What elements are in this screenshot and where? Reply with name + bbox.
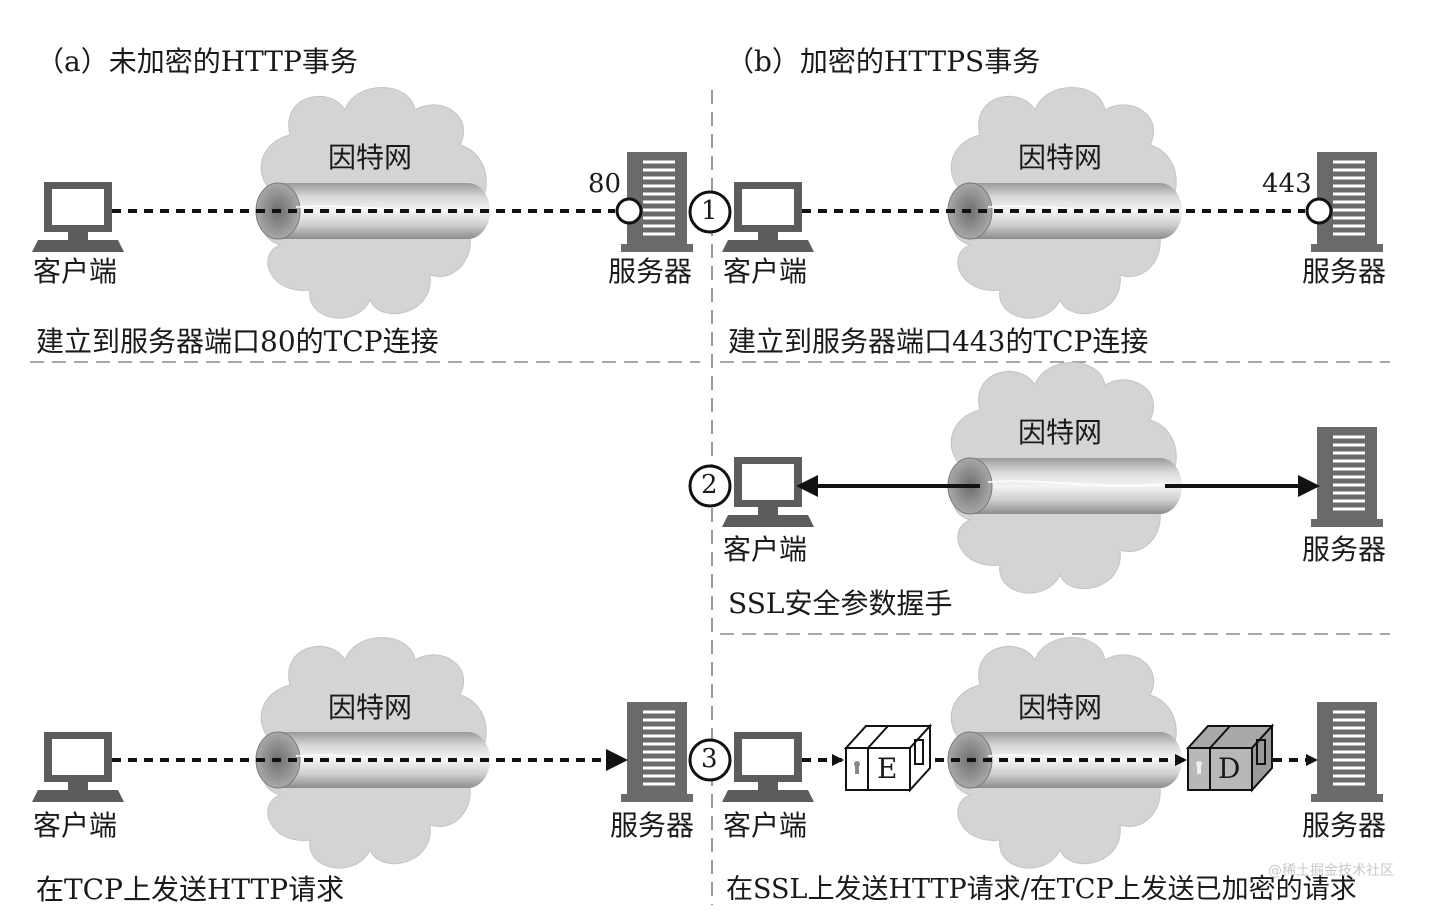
internet-label-b1: 因特网: [1018, 141, 1103, 174]
step-circle-2: [688, 464, 732, 508]
client-label-b3: 客户端: [723, 809, 808, 842]
internet-label-a1: 因特网: [328, 141, 413, 174]
client-icon-b1: [722, 182, 814, 252]
client-label-a1: 客户端: [33, 255, 118, 288]
client-icon-b2: [722, 457, 814, 527]
step-number-2: 2: [701, 470, 718, 500]
client-icon-a3: [32, 732, 124, 802]
port-circle-a1: [615, 197, 643, 225]
encrypt-box: [843, 723, 933, 793]
step-number-3: 3: [701, 744, 718, 774]
panel-b-title: （b）加密的HTTPS事务: [726, 45, 1041, 78]
pipe-b2: [947, 457, 1183, 515]
internet-label-b2: 因特网: [1018, 416, 1103, 449]
server-icon-b2: [1309, 425, 1385, 529]
decrypt-letter: D: [1218, 752, 1241, 785]
caption-b2: SSL安全参数握手: [728, 587, 953, 620]
caption-b3: 在SSL上发送HTTP请求/在TCP上发送已加密的请求: [726, 874, 1357, 905]
port-label-http: 80: [588, 169, 622, 199]
server-icon-a3: [619, 700, 695, 804]
step-circle-3: [688, 738, 732, 782]
server-label-a3: 服务器: [610, 809, 695, 842]
encrypt-letter: E: [877, 752, 898, 785]
client-label-b1: 客户端: [723, 255, 808, 288]
server-label-b1: 服务器: [1302, 255, 1387, 288]
client-label-a3: 客户端: [33, 809, 118, 842]
server-icon-b3: [1309, 700, 1385, 804]
server-label-b2: 服务器: [1302, 533, 1387, 566]
caption-a1: 建立到服务器端口80的TCP连接: [36, 325, 439, 358]
client-icon-b3: [722, 732, 814, 802]
caption-a3: 在TCP上发送HTTP请求: [36, 873, 345, 906]
server-label-a1: 服务器: [608, 255, 693, 288]
step-circle-1: [688, 190, 732, 234]
port-circle-b1: [1305, 197, 1333, 225]
caption-b1: 建立到服务器端口443的TCP连接: [728, 325, 1149, 358]
step-number-1: 1: [701, 196, 718, 226]
client-label-b2: 客户端: [723, 533, 808, 566]
decrypt-box: [1185, 723, 1275, 793]
client-icon-a1: [32, 182, 124, 252]
panel-a-title: （a）未加密的HTTP事务: [36, 45, 358, 78]
watermark: @稀土掘金技术社区: [1268, 863, 1394, 879]
internet-label-a3: 因特网: [328, 691, 413, 724]
server-label-b3: 服务器: [1302, 809, 1387, 842]
port-label-https: 443: [1262, 169, 1312, 199]
internet-label-b3: 因特网: [1018, 691, 1103, 724]
